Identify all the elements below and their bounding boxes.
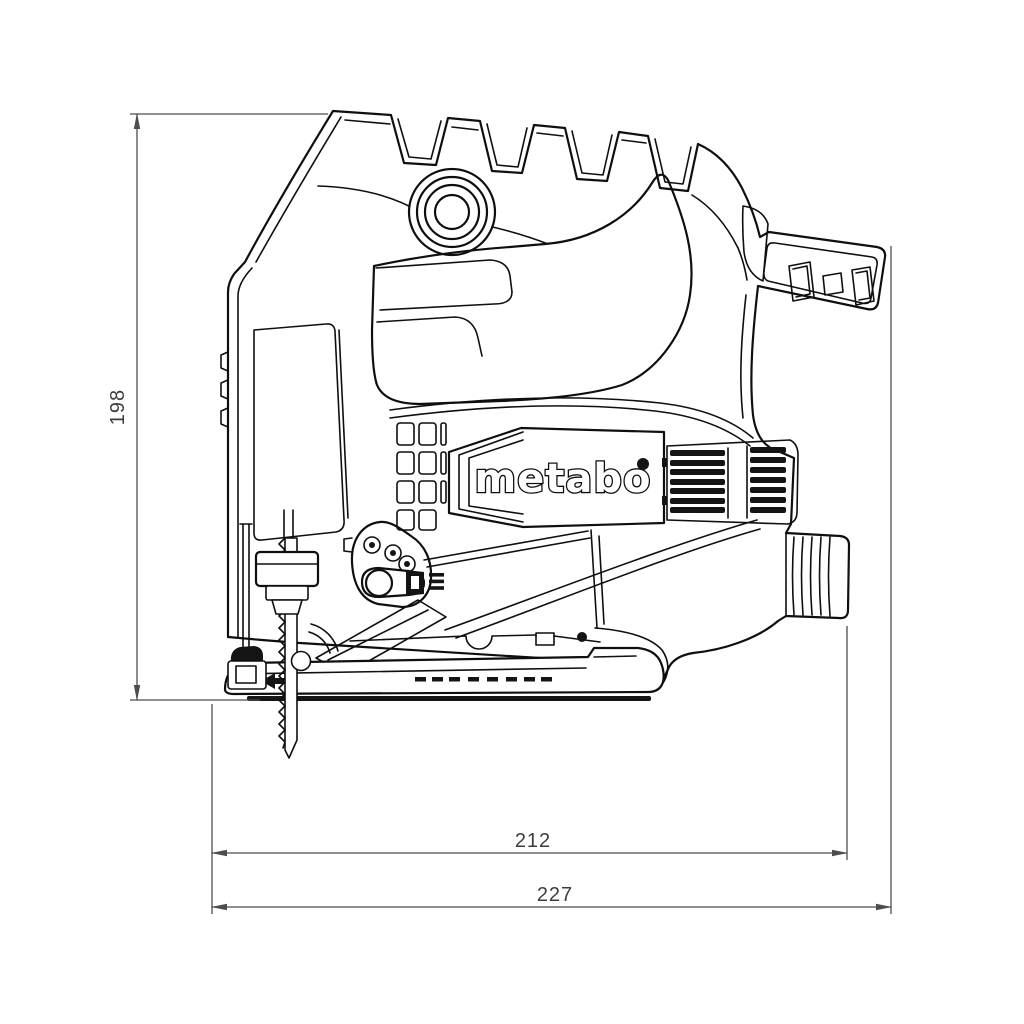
motor-ribs (662, 439, 799, 525)
guide-rod (239, 523, 253, 649)
stroke-setting-marks (429, 573, 444, 590)
dimension-height-label: 198 (107, 389, 129, 425)
front-housing (220, 116, 549, 638)
vent-slot (788, 261, 815, 302)
blade-assembly (227, 509, 320, 759)
dimensions: 198 212 227 (107, 113, 892, 914)
dimension-height: 198 (107, 113, 328, 701)
base-plate (223, 646, 665, 701)
front-edge-tabs (220, 351, 229, 428)
vent-slot (822, 272, 844, 296)
pendulum-assembly (308, 520, 447, 675)
screws (363, 536, 416, 573)
scale-marks (415, 677, 552, 682)
screw-dot (577, 632, 587, 642)
strain-relief-collar (741, 205, 769, 282)
front-panel (253, 323, 345, 541)
trademark-dot-icon (637, 458, 649, 470)
lever-pivot (364, 568, 394, 598)
dimension-overall-length: 227 (211, 246, 892, 914)
plate-chevron (458, 431, 524, 523)
pivot-hole (290, 650, 312, 672)
shoe-underline (247, 696, 651, 701)
dimension-body-length-label: 212 (515, 830, 551, 852)
direction-arrow-icon (261, 673, 289, 689)
brand-logo: metabo (474, 456, 651, 502)
top-grip-ribs (344, 118, 748, 281)
dimension-body-length: 212 (211, 626, 848, 914)
dimension-overall-length-label: 227 (537, 884, 573, 906)
trigger (375, 259, 513, 311)
cable-strain-relief (740, 205, 878, 419)
jigsaw-drawing: metabo (220, 109, 887, 759)
body-seams (349, 519, 761, 689)
rod-cap (230, 646, 263, 661)
plate-chevron (468, 439, 524, 515)
blade-clamp (254, 550, 320, 615)
sector-arcs (308, 623, 339, 654)
dust-port (785, 532, 831, 617)
vent-grid (396, 422, 447, 531)
handle-opening (370, 173, 693, 406)
brand-plate: metabo (389, 397, 754, 529)
vent-slot (851, 266, 875, 306)
speed-dial (407, 167, 497, 257)
